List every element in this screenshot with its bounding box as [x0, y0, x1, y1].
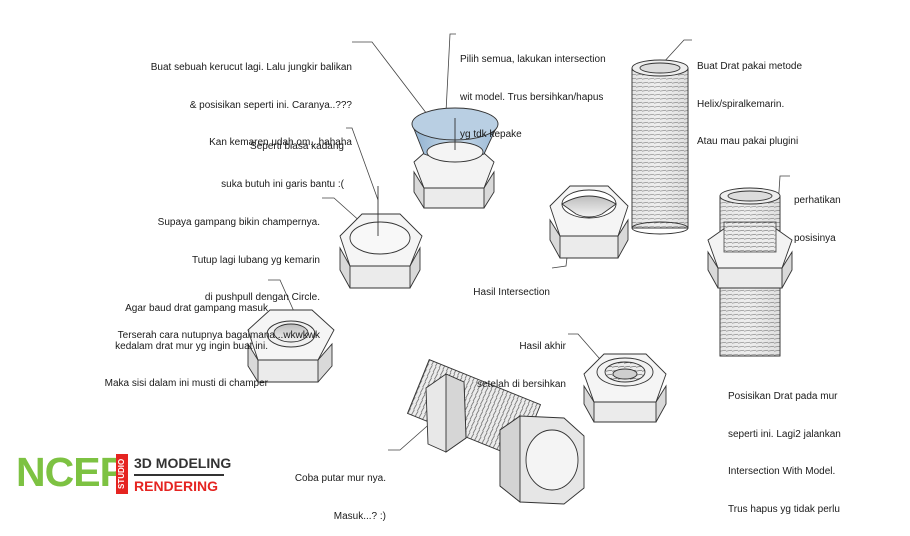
bolt-assembly: [406, 359, 585, 505]
leader-final-result: [568, 333, 607, 367]
note-thread-position-line: seperti ini. Lagi2 jalankan: [728, 428, 841, 440]
note-cone-line: & posisikan seperti ini. Caranya..???: [189, 99, 352, 111]
leader-cone: [352, 41, 431, 119]
diagram-canvas: [247, 33, 793, 505]
note-chamfer-inner: Agar baud drat gampang masuk kedalam dra…: [84, 278, 268, 403]
note-thread-position-line: Posisikan Drat pada mur: [728, 391, 838, 402]
nut-closed-top: [339, 186, 423, 289]
note-chamfer-inner-line: Maka sisi dalam ini musti di champer: [104, 378, 268, 389]
note-final-result-line: setelah di bersihkan: [477, 378, 566, 390]
note-intersection-line: yg tdk kepake: [460, 129, 522, 140]
nut-chamfer-inner: [247, 309, 335, 383]
leader-thread: [661, 39, 692, 65]
logo-ncep-text: NCEP: [16, 449, 127, 495]
nut-with-cone: [411, 107, 499, 209]
note-thread-line: Buat Drat pakai metode: [697, 61, 803, 72]
note-thread-position-line: Trus hapus yg tidak perlu: [728, 503, 840, 515]
note-thread-line: Atau mau pakai plugini: [697, 136, 799, 147]
logo-studio-text: STUDIO: [116, 454, 128, 494]
leader-guideline: [346, 127, 379, 201]
nut-intersection-result: [549, 185, 629, 259]
note-guideline: Seperti biasa kadang suka butuh ini gari…: [150, 116, 344, 204]
note-thread-position: Posisikan Drat pada mur seperti ini. Lag…: [728, 366, 841, 529]
note-thread-line: Helix/spiralkemarin.: [697, 98, 785, 110]
spiral-thread: [631, 59, 689, 235]
note-chamfer-prep-line: Tutup lagi lubang yg kemarin: [191, 254, 320, 266]
logo-modeling-text: 3D MODELING: [134, 455, 232, 471]
note-screw-test: Coba putar mur nya. Masuk...? :): [280, 448, 386, 536]
note-chamfer-prep-line: di pushpull dengan Circle.: [204, 292, 320, 303]
note-position: perhatikan posisinya: [794, 170, 841, 258]
note-cone-line: Kan kemaren udah om...hahaha: [209, 137, 352, 148]
note-guideline-line: Seperti biasa kadang: [250, 141, 344, 152]
note-result-intersection-line: Hasil Intersection: [473, 287, 550, 298]
note-chamfer-inner-line: kedalam drat mur yg ingin buat ini.: [115, 340, 268, 352]
note-final-result: Hasil akhir setelah di bersihkan: [460, 316, 566, 404]
thread-through-nut: [707, 187, 793, 357]
note-intersection: Pilih semua, lakukan intersection wit mo…: [460, 29, 606, 154]
leader-lines: [268, 33, 790, 451]
note-chamfer-prep: Supaya gampang bikin champernya. Tutup l…: [98, 192, 320, 355]
leader-chamfer-inner: [268, 279, 297, 317]
leader-screw-test: [388, 419, 435, 451]
note-position-line: posisinya: [794, 232, 836, 244]
note-chamfer-inner-line: Agar baud drat gampang masuk: [125, 303, 268, 314]
note-intersection-line: Pilih semua, lakukan intersection: [460, 54, 606, 65]
note-chamfer-prep-line: Supaya gampang bikin champernya.: [157, 217, 320, 228]
note-guideline-line: suka butuh ini garis bantu :(: [221, 178, 344, 190]
note-chamfer-prep-line: Terserah cara nutupnya bagaimana...wkwkw…: [117, 329, 320, 341]
note-thread-position-line: Intersection With Model.: [728, 466, 836, 477]
note-screw-test-line: Coba putar mur nya.: [294, 473, 386, 484]
note-screw-test-line: Masuk...? :): [333, 510, 386, 522]
note-cone-line: Buat sebuah kerucut lagi. Lalu jungkir b…: [150, 62, 352, 73]
note-thread: Buat Drat pakai metode Helix/spiralkemar…: [697, 36, 802, 161]
ncep-studio-logo: NCEP STUDIO 3D MODELING RENDERING: [16, 449, 231, 496]
note-result-intersection: Hasil Intersection: [448, 262, 550, 312]
nut-final: [583, 353, 667, 423]
note-intersection-line: wit model. Trus bersihkan/hapus: [460, 91, 604, 103]
leader-intersection: [445, 33, 456, 113]
note-position-line: perhatikan: [794, 195, 841, 206]
note-final-result-line: Hasil akhir: [519, 341, 566, 352]
logo-rendering-text: RENDERING: [134, 478, 219, 494]
logo-divider: [134, 474, 224, 476]
note-cone: Buat sebuah kerucut lagi. Lalu jungkir b…: [108, 37, 352, 162]
